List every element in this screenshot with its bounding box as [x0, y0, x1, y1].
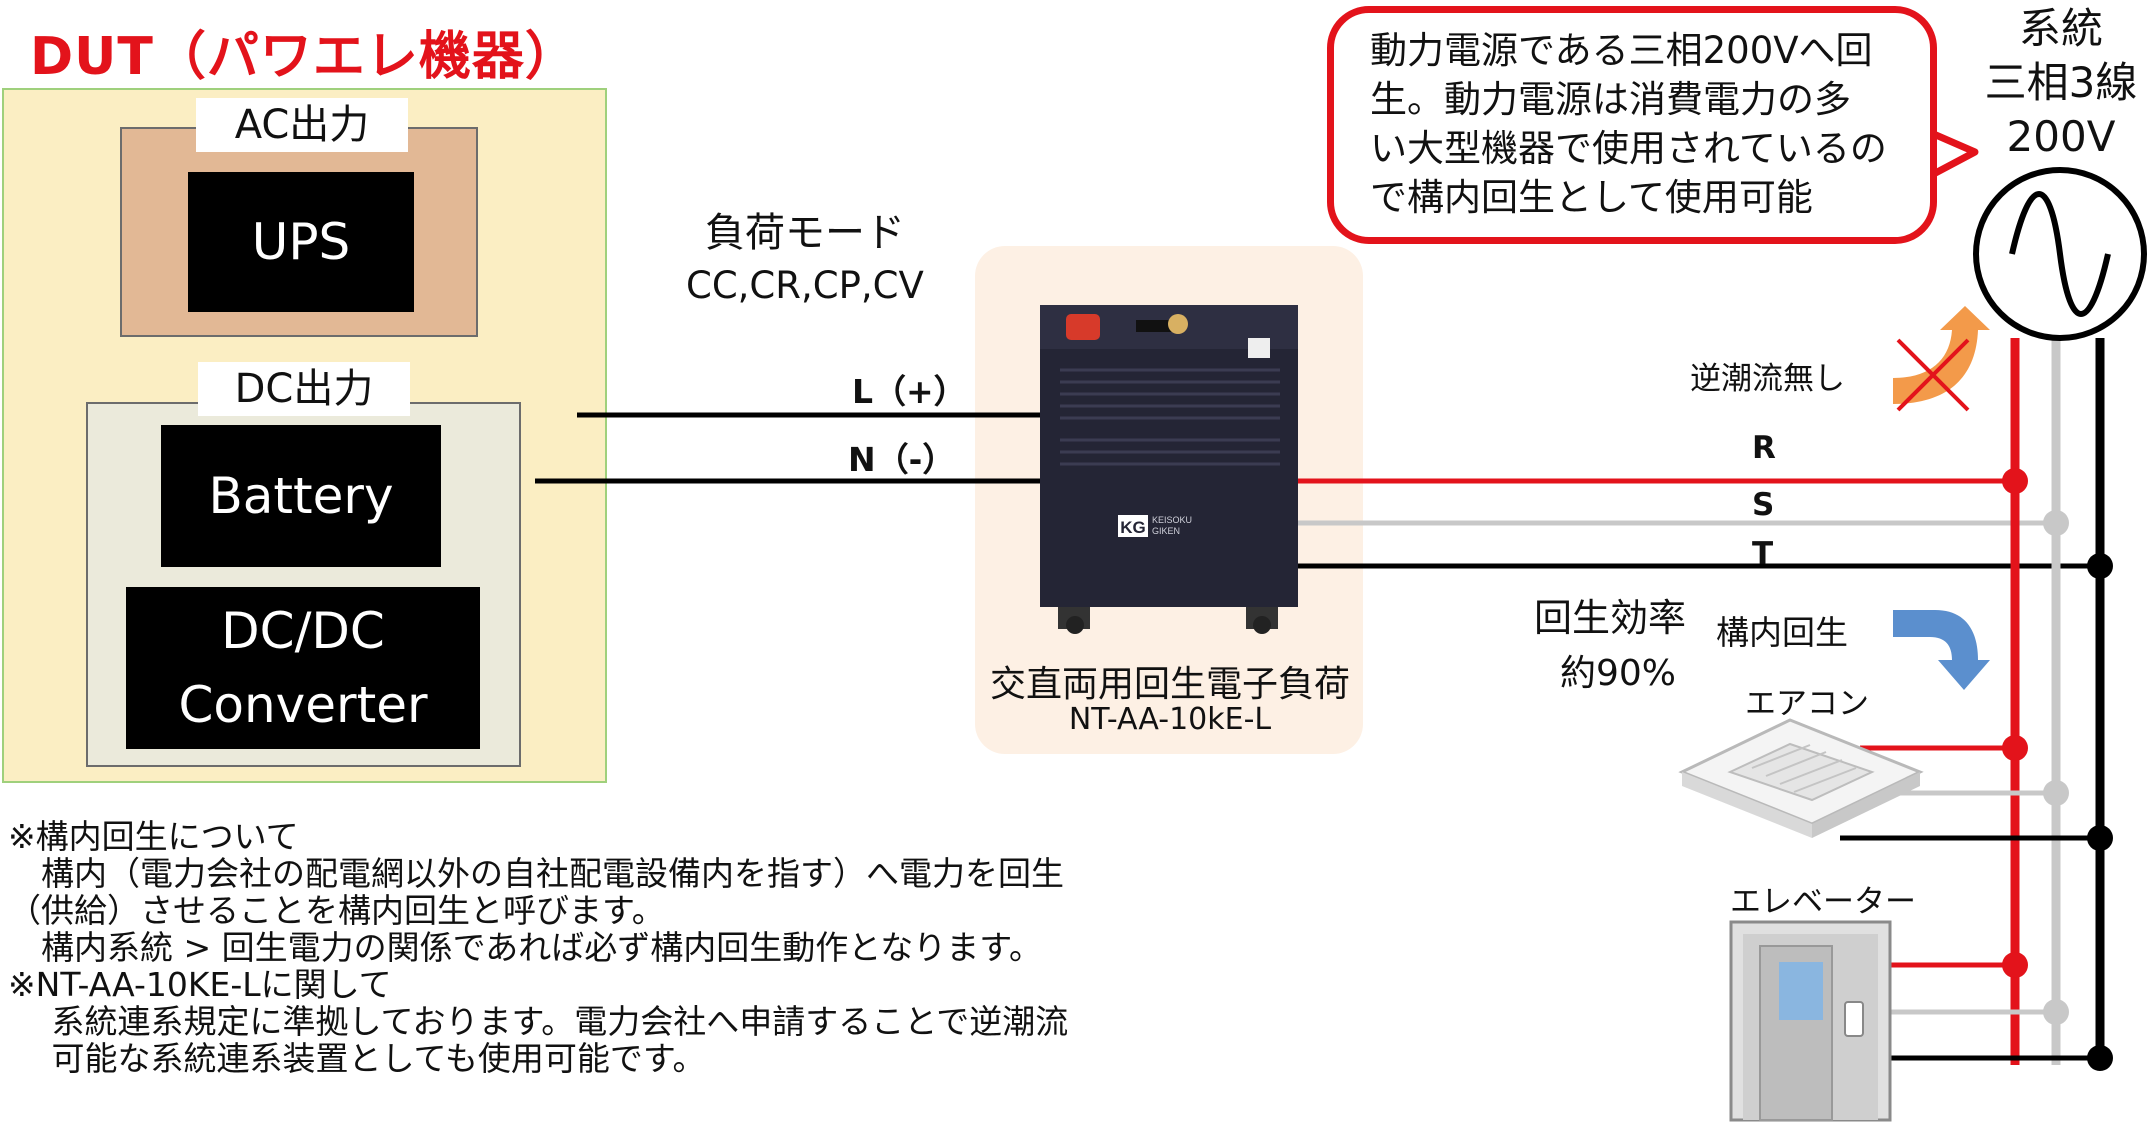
converter-label: Converter: [178, 676, 428, 734]
elevator-label: エレベーター: [1730, 884, 1916, 920]
junction-dot: [2002, 735, 2028, 761]
callout-line: い大型機器で使用されているの: [1370, 127, 1887, 170]
junction-dot: [2043, 999, 2069, 1025]
regen-label: 構内回生: [1716, 613, 1848, 652]
sine-wave-icon: [2009, 191, 2111, 317]
junction-dot: [2087, 825, 2113, 851]
junction-dot: [2002, 468, 2028, 494]
junction-dot: [2043, 780, 2069, 806]
aircon-label: エアコン: [1745, 686, 1869, 722]
power-switch: [1066, 314, 1100, 340]
load-name: 交直両用回生電子負荷: [990, 664, 1351, 705]
grid-label-line: 系統: [2018, 4, 2103, 53]
notes: ※構内回生について 構内（電力会社の配電網以外の自社配電設備内を指す）へ電力を回…: [8, 818, 1068, 1077]
dut-title: DUT（パワエレ機器）: [30, 27, 578, 87]
phase-s-label: S: [1752, 487, 1775, 523]
note-line: 構内系統 > 回生電力の関係であれば必ず構内回生動作となります。: [8, 928, 1043, 967]
note-line: ※NT-AA-10KE-Lに関して: [8, 965, 392, 1004]
note-line: 系統連系規定に準拠しております。電力会社へ申請することで逆潮流: [8, 1002, 1069, 1041]
electronic-load-cabinet: KG KEISOKU GIKEN: [1040, 305, 1298, 634]
junction-dot: [2087, 1045, 2113, 1071]
note-line: （供給）させることを構内回生と呼びます。: [8, 891, 665, 930]
dcdc-converter-block: DC/DC Converter: [126, 587, 480, 749]
note-line: 構内（電力会社の配電網以外の自社配電設備内を指す）へ電力を回生: [8, 854, 1064, 893]
battery-block: Battery: [161, 425, 441, 567]
terminal-n-label: N（-）: [848, 440, 956, 479]
brand-logo-text: KG: [1120, 518, 1146, 537]
efficiency-label: 回生効率: [1534, 596, 1687, 640]
grid-label-line: 三相3線: [1984, 58, 2138, 107]
brand-sub-1: KEISOKU: [1152, 515, 1192, 525]
callout-line: 生。動力電源は消費電力の多: [1370, 78, 1851, 121]
grid-label-line: 200V: [2006, 112, 2116, 161]
junction-dot: [2087, 553, 2113, 579]
note-line: ※構内回生について: [8, 817, 299, 856]
brand-sub-2: GIKEN: [1152, 526, 1180, 536]
callout-bubble: [1327, 6, 1937, 244]
no-reverse-flow-label: 逆潮流無し: [1690, 361, 1845, 397]
note-line: 可能な系統連系装置としても使用可能です。: [8, 1039, 706, 1078]
caster-wheel: [1066, 616, 1084, 634]
dcdc-label: DC/DC: [221, 602, 385, 660]
reverse-flow-arrow-icon: [1893, 306, 1990, 412]
grid-label: 系統 三相3線 200V: [1960, 2, 2155, 164]
ac-output-label: AC出力: [196, 98, 408, 152]
knob-icon: [1168, 314, 1188, 334]
callout-line: で構内回生として使用可能: [1370, 176, 1813, 219]
phase-r-label: R: [1752, 430, 1776, 466]
aircon-icon: [1678, 718, 1924, 838]
dc-output-label: DC出力: [198, 362, 410, 416]
regen-arrow-icon: [1893, 610, 1990, 690]
elevator-icon: [1729, 920, 1892, 1122]
caster-wheel: [1253, 616, 1271, 634]
callout-line: 動力電源である三相200Vへ回: [1370, 29, 1873, 72]
efficiency-value: 約90%: [1560, 653, 1677, 694]
callout-text: 動力電源である三相200Vへ回 生。動力電源は消費電力の多 い大型機器で使用され…: [1370, 26, 1915, 222]
load-mode-label: 負荷モード: [705, 210, 905, 256]
junction-dot: [2002, 952, 2028, 978]
junction-dot: [2043, 510, 2069, 536]
elevator-window: [1779, 962, 1823, 1020]
load-model: NT-AA-10kE-L: [1068, 702, 1272, 737]
ups-block: UPS: [188, 172, 414, 312]
elevator-call-button: [1844, 1001, 1864, 1037]
cabinet-outlet: [1248, 338, 1270, 358]
terminal-l-label: L（+）: [852, 372, 967, 411]
load-modes: CC,CR,CP,CV: [686, 264, 924, 307]
phase-t-label: T: [1752, 536, 1774, 572]
brand-logo: [1118, 515, 1148, 537]
